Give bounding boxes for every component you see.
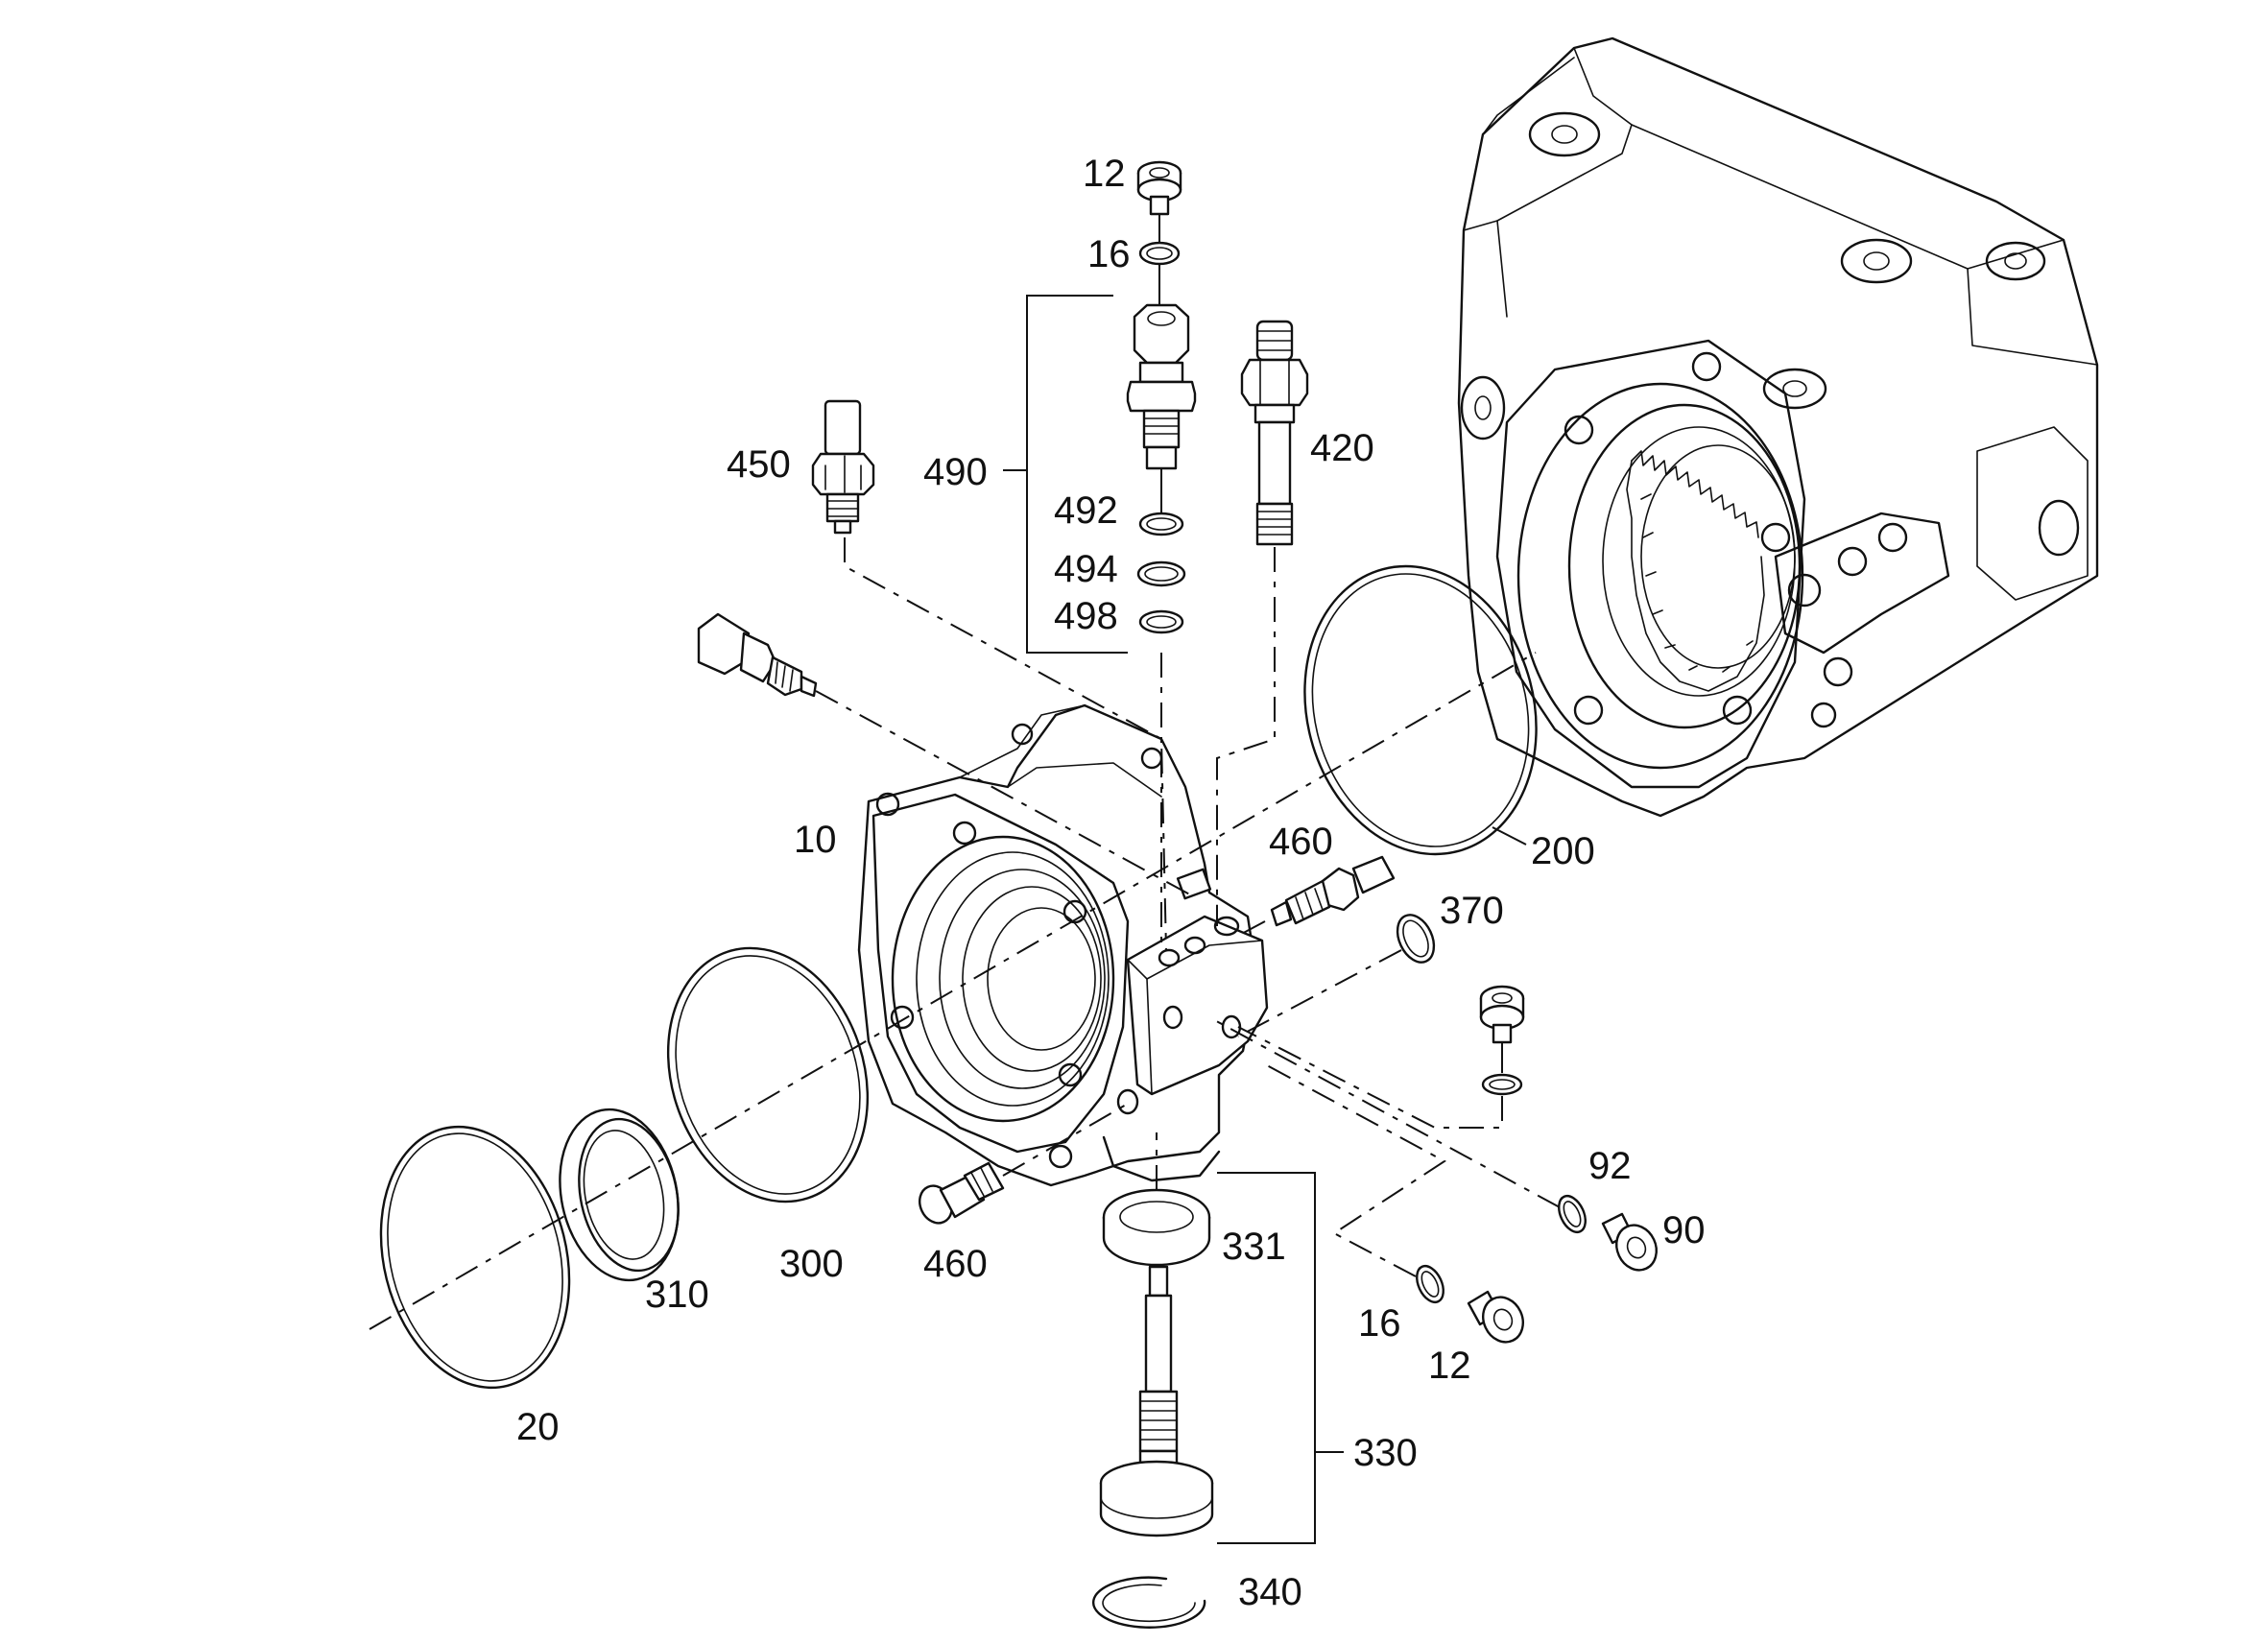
label-420: 420 <box>1310 427 1374 469</box>
plug-12-bottom <box>1467 1290 1524 1344</box>
seal-ring-16-top <box>1138 241 1181 266</box>
label-331: 331 <box>1222 1226 1286 1268</box>
sensor-460-left <box>919 1161 1005 1225</box>
sensor-450 <box>811 399 875 535</box>
piston-330 <box>1099 1265 1214 1537</box>
label-460-right: 460 <box>1269 821 1333 863</box>
label-300: 300 <box>779 1243 844 1285</box>
ring-331 <box>1102 1188 1211 1267</box>
label-498: 498 <box>1054 595 1118 637</box>
o-ring-20 <box>379 1125 571 1390</box>
o-ring-492 <box>1138 512 1184 536</box>
label-90: 90 <box>1662 1209 1706 1251</box>
plug-12-top <box>1136 160 1182 216</box>
label-330: 330 <box>1353 1432 1418 1474</box>
label-92: 92 <box>1588 1145 1632 1187</box>
label-16-bottom: 16 <box>1358 1302 1401 1345</box>
o-ring-494 <box>1136 560 1186 587</box>
valve-body-490 <box>1126 303 1197 470</box>
cover-housing-10 <box>857 703 1269 1187</box>
seal-ring-92 <box>1558 1194 1587 1234</box>
label-370: 370 <box>1440 890 1504 932</box>
label-200: 200 <box>1531 830 1595 872</box>
sensor-460-right <box>1270 855 1396 927</box>
label-310: 310 <box>645 1274 709 1316</box>
seal-ring-16-bottom <box>1416 1264 1444 1304</box>
label-12-bottom: 12 <box>1428 1345 1471 1387</box>
seal-ring-right <box>1481 1073 1523 1096</box>
snap-ring-340 <box>1091 1576 1206 1629</box>
label-490: 490 <box>923 451 988 493</box>
sensor <box>697 612 818 698</box>
label-450: 450 <box>727 443 791 486</box>
valve-420 <box>1240 320 1309 546</box>
shim-310 <box>559 1108 680 1282</box>
label-12-top: 12 <box>1083 153 1126 195</box>
label-460-left: 460 <box>923 1243 988 1285</box>
label-20: 20 <box>516 1406 560 1448</box>
plug-90 <box>1601 1212 1658 1272</box>
transmission-housing <box>1457 36 2099 818</box>
o-ring-200 <box>1303 564 1538 856</box>
o-ring-498 <box>1138 609 1184 634</box>
ring-370 <box>1396 914 1436 964</box>
label-10: 10 <box>794 819 837 861</box>
label-492: 492 <box>1054 489 1118 532</box>
label-340: 340 <box>1238 1571 1302 1613</box>
label-16-top: 16 <box>1087 233 1131 275</box>
plug-right <box>1479 985 1525 1044</box>
label-494: 494 <box>1054 548 1118 590</box>
